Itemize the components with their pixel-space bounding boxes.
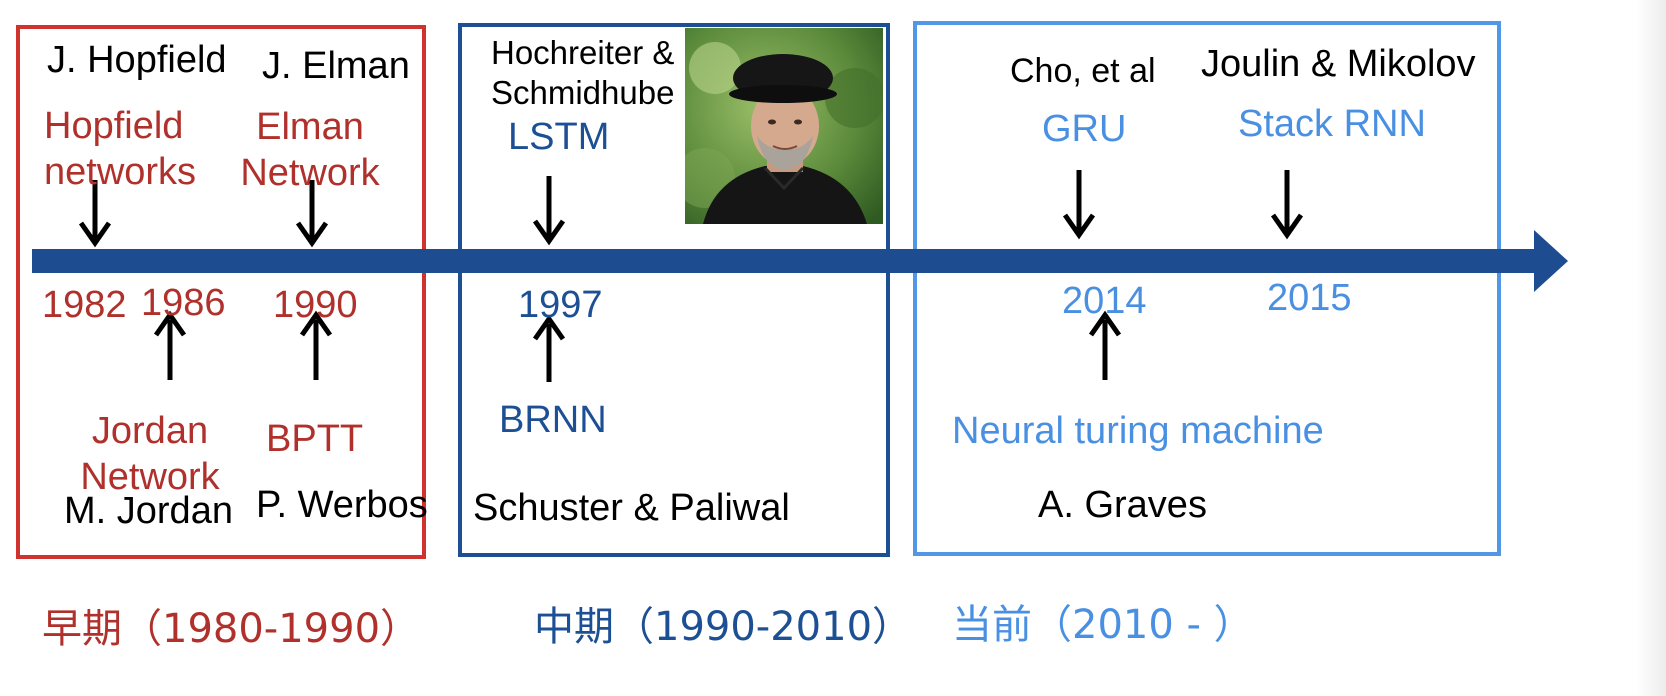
model-label-jordan-network: Jordan Network xyxy=(78,408,222,500)
model-label-lstm: LSTM xyxy=(508,116,610,158)
person-line-2: Schmidhube xyxy=(491,74,675,111)
model-label-elman-network: Elman Network xyxy=(238,104,382,196)
model-line-2: Network xyxy=(80,456,220,498)
up-arrow-bptt xyxy=(299,310,333,380)
right-edge-shade xyxy=(1636,0,1666,696)
year-label-1982: 1982 xyxy=(42,284,127,326)
up-arrow-ntm xyxy=(1088,310,1122,380)
model-label-bptt: BPTT xyxy=(266,418,364,460)
model-line-1: Elman xyxy=(256,106,364,148)
year-label-1986: 1986 xyxy=(141,282,226,324)
model-label-stack-rnn: Stack RNN xyxy=(1238,103,1426,145)
down-arrow-gru xyxy=(1062,170,1096,240)
person-label-schuster-paliwal: Schuster & Paliwal xyxy=(473,487,790,529)
era-title-early: 早期（1980-1990） xyxy=(42,606,421,652)
person-label-hochreiter-schmidhuber: Hochreiter & Schmidhube xyxy=(491,33,674,113)
year-label-1990: 1990 xyxy=(273,284,358,326)
down-arrow-elman xyxy=(295,180,329,248)
down-arrow-stack-rnn xyxy=(1270,170,1304,240)
year-label-1997: 1997 xyxy=(518,284,603,326)
model-label-hopfield-networks: Hopfield networks xyxy=(44,103,196,195)
person-photo-icon xyxy=(685,28,883,224)
era-title-mid: 中期（1990-2010） xyxy=(534,604,913,650)
person-label-hopfield: J. Hopfield xyxy=(47,39,227,81)
person-label-m-jordan: M. Jordan xyxy=(64,490,233,532)
year-label-2014: 2014 xyxy=(1062,280,1147,322)
person-label-elman: J. Elman xyxy=(262,45,410,87)
era-title-current: 当前（2010 - ） xyxy=(952,602,1254,648)
up-arrow-brnn xyxy=(532,314,566,382)
model-label-brnn: BRNN xyxy=(499,399,607,441)
person-line-1: Hochreiter & xyxy=(491,34,675,71)
era-box-mid xyxy=(458,23,890,557)
model-line-1: Jordan xyxy=(91,410,209,452)
up-arrow-jordan xyxy=(153,310,187,380)
model-label-gru: GRU xyxy=(1042,108,1127,150)
down-arrow-lstm xyxy=(532,176,566,246)
era-box-current xyxy=(913,21,1501,556)
person-label-graves: A. Graves xyxy=(1038,484,1207,526)
model-line-2: Network xyxy=(240,152,380,194)
person-label-cho: Cho, et al xyxy=(1010,52,1156,90)
timeline-arrow xyxy=(32,230,1568,292)
person-label-joulin-mikolov: Joulin & Mikolov xyxy=(1201,43,1476,85)
model-line-1: Hopfield xyxy=(44,105,184,147)
era-box-early xyxy=(16,25,426,559)
model-label-neural-turing-machine: Neural turing machine xyxy=(952,410,1324,452)
model-line-2: networks xyxy=(44,151,197,193)
year-label-2015: 2015 xyxy=(1267,277,1352,319)
person-label-werbos: P. Werbos xyxy=(256,484,428,526)
down-arrow-hopfield xyxy=(78,180,112,248)
portrait-photo xyxy=(685,28,883,224)
